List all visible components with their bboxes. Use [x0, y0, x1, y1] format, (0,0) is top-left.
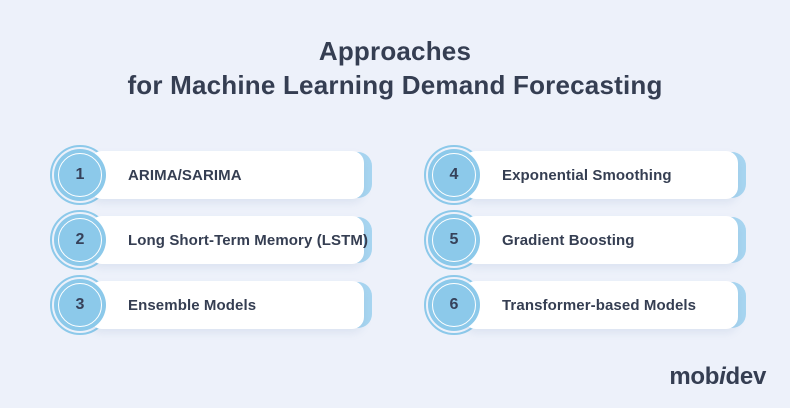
approach-item-3: Ensemble Models 3: [50, 275, 372, 335]
item-number-badge: 6: [428, 279, 480, 331]
page-title: Approaches for Machine Learning Demand F…: [0, 34, 790, 102]
item-number-badge: 4: [428, 149, 480, 201]
approach-card: Ensemble Models: [90, 281, 364, 329]
item-number-badge: 1: [54, 149, 106, 201]
item-number: 5: [449, 231, 459, 248]
logo-part1: mob: [669, 363, 720, 390]
approach-label: ARIMA/SARIMA: [128, 166, 242, 184]
mobidev-logo: mobidev: [669, 363, 766, 391]
logo-part3: dev: [725, 363, 767, 390]
approach-label: Ensemble Models: [128, 296, 257, 314]
item-number: 1: [75, 166, 85, 183]
approach-label: Gradient Boosting: [502, 231, 635, 249]
item-number: 4: [449, 166, 459, 183]
logo-part2: i: [719, 363, 726, 390]
approach-label: Exponential Smoothing: [502, 166, 672, 184]
item-number: 6: [449, 296, 459, 313]
approach-card: Exponential Smoothing: [464, 151, 738, 199]
approach-item-5: Gradient Boosting 5: [424, 210, 746, 270]
item-number-badge: 2: [54, 214, 106, 266]
approach-label: Transformer-based Models: [502, 296, 697, 314]
approach-card: Long Short-Term Memory (LSTM): [90, 216, 368, 264]
approach-item-1: ARIMA/SARIMA 1: [50, 145, 372, 205]
item-number-badge: 3: [54, 279, 106, 331]
approach-label: Long Short-Term Memory (LSTM): [128, 231, 369, 249]
approach-item-6: Transformer-based Models 6: [424, 275, 746, 335]
approach-card: Transformer-based Models: [464, 281, 738, 329]
approach-card: Gradient Boosting: [464, 216, 738, 264]
page-title-line2: for Machine Learning Demand Forecasting: [127, 70, 663, 100]
page-title-line1: Approaches: [318, 36, 472, 66]
approach-item-4: Exponential Smoothing 4: [424, 145, 746, 205]
item-number-badge: 5: [428, 214, 480, 266]
approach-card: ARIMA/SARIMA: [90, 151, 364, 199]
item-number: 3: [75, 296, 85, 313]
item-number: 2: [75, 231, 85, 248]
approach-item-2: Long Short-Term Memory (LSTM) 2: [50, 210, 372, 270]
